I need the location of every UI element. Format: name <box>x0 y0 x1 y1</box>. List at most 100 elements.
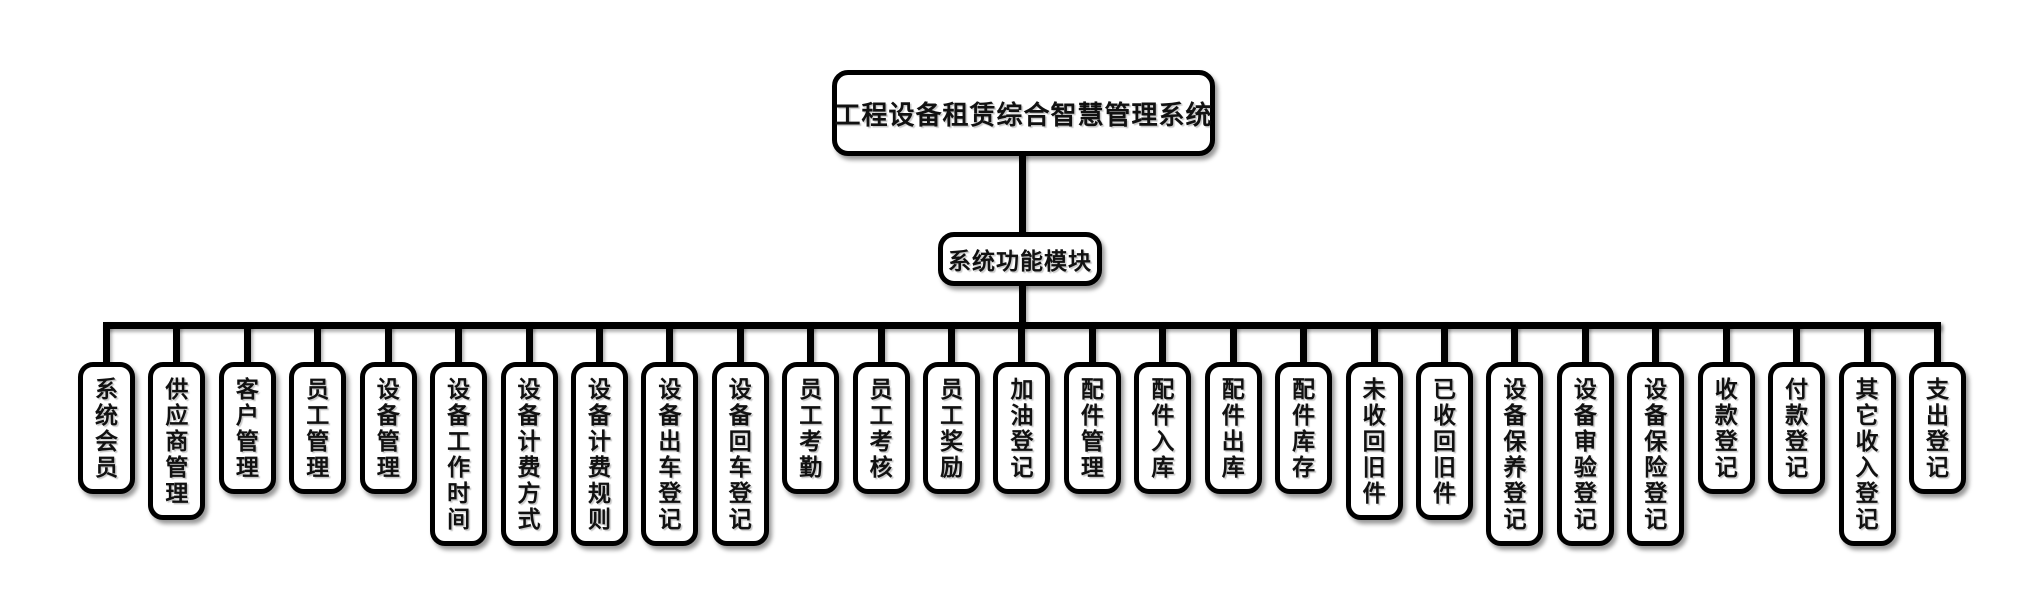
module-label: 配件库存 <box>1292 376 1316 480</box>
module-label: 员工考勤 <box>799 376 823 480</box>
module-box: 设备管理 <box>359 362 417 494</box>
connector-root-to-hub <box>1019 152 1026 235</box>
module-node: 配件出库 <box>1204 322 1262 494</box>
connector-stem <box>455 322 463 362</box>
module-node: 客户管理 <box>218 322 276 494</box>
connector-stem <box>314 322 322 362</box>
module-node: 设备管理 <box>359 322 417 494</box>
connector-stem <box>1652 322 1660 362</box>
module-box: 收款登记 <box>1697 362 1755 494</box>
module-box: 配件管理 <box>1063 362 1121 494</box>
connector-stem <box>173 322 181 362</box>
connector-hub-to-rail <box>1019 283 1026 325</box>
module-label: 收款登记 <box>1714 376 1738 480</box>
module-box: 员工奖励 <box>923 362 981 494</box>
connector-stem <box>1933 322 1941 362</box>
connector-stem <box>1793 322 1801 362</box>
module-node: 配件库存 <box>1275 322 1333 494</box>
module-node: 员工管理 <box>289 322 347 494</box>
module-label: 支出登记 <box>1925 376 1949 480</box>
module-node: 设备保险登记 <box>1627 322 1685 546</box>
module-label: 员工管理 <box>306 376 330 480</box>
module-node: 供应商管理 <box>148 322 206 520</box>
module-node: 支出登记 <box>1908 322 1966 494</box>
module-node: 设备保养登记 <box>1486 322 1544 546</box>
module-box: 配件入库 <box>1134 362 1192 494</box>
connector-stem <box>1018 322 1026 362</box>
module-node: 已收回旧件 <box>1416 322 1474 520</box>
module-node: 员工考核 <box>852 322 910 494</box>
connector-stem <box>1581 322 1589 362</box>
connector-stem <box>1300 322 1308 362</box>
module-box: 设备工作时间 <box>430 362 488 546</box>
connector-stem <box>103 322 110 362</box>
connector-stem <box>525 322 533 362</box>
module-box: 设备计费方式 <box>500 362 558 546</box>
connector-stem <box>736 322 744 362</box>
connector-stem <box>877 322 885 362</box>
module-node: 收款登记 <box>1697 322 1755 494</box>
module-node: 设备回车登记 <box>711 322 769 546</box>
module-box: 付款登记 <box>1768 362 1826 494</box>
module-box: 配件出库 <box>1204 362 1262 494</box>
module-node: 设备出车登记 <box>641 322 699 546</box>
module-label: 设备审验登记 <box>1573 376 1597 532</box>
connector-stem <box>1722 322 1730 362</box>
module-box: 未收回旧件 <box>1345 362 1403 520</box>
module-label: 设备保养登记 <box>1503 376 1527 532</box>
module-label: 已收回旧件 <box>1433 376 1457 506</box>
module-box: 客户管理 <box>218 362 276 494</box>
connector-stem <box>1511 322 1519 362</box>
hub-node: 系统功能模块 <box>938 232 1102 286</box>
module-row: 系统会员 供应商管理 客户管理 员工管理 设备管理 <box>78 322 1966 546</box>
module-box: 设备回车登记 <box>711 362 769 546</box>
module-box: 供应商管理 <box>148 362 206 520</box>
module-label: 设备管理 <box>376 376 400 480</box>
connector-stem <box>1441 322 1449 362</box>
module-box: 其它收入登记 <box>1838 362 1896 546</box>
module-label: 配件管理 <box>1080 376 1104 480</box>
module-node: 未收回旧件 <box>1345 322 1403 520</box>
module-box: 设备审验登记 <box>1556 362 1614 546</box>
module-node: 付款登记 <box>1768 322 1826 494</box>
module-label: 付款登记 <box>1785 376 1809 480</box>
module-label: 设备出车登记 <box>658 376 682 532</box>
module-box: 设备计费规则 <box>570 362 628 546</box>
module-node: 系统会员 <box>78 322 135 494</box>
module-node: 员工奖励 <box>923 322 981 494</box>
hub-node-label: 系统功能模块 <box>948 248 1092 274</box>
module-node: 员工考勤 <box>782 322 840 494</box>
module-box: 设备保养登记 <box>1486 362 1544 546</box>
module-node: 设备工作时间 <box>430 322 488 546</box>
module-label: 设备回车登记 <box>728 376 752 532</box>
module-node: 配件入库 <box>1134 322 1192 494</box>
module-node: 设备计费规则 <box>570 322 628 546</box>
connector-stem <box>1229 322 1237 362</box>
connector-stem <box>1370 322 1378 362</box>
module-label: 设备计费规则 <box>587 376 611 532</box>
module-box: 员工管理 <box>289 362 347 494</box>
module-label: 设备保险登记 <box>1644 376 1668 532</box>
root-node-label: 工程设备租赁综合智慧管理系统 <box>834 99 1213 130</box>
module-label: 加油登记 <box>1010 376 1034 480</box>
module-box: 已收回旧件 <box>1416 362 1474 520</box>
connector-stem <box>807 322 815 362</box>
module-node: 配件管理 <box>1063 322 1121 494</box>
module-label: 其它收入登记 <box>1855 376 1879 532</box>
connector-stem <box>1159 322 1167 362</box>
module-box: 设备出车登记 <box>641 362 699 546</box>
module-label: 未收回旧件 <box>1362 376 1386 506</box>
connector-stem <box>243 322 251 362</box>
connector-stem <box>948 322 956 362</box>
module-label: 员工考核 <box>869 376 893 480</box>
module-node: 加油登记 <box>993 322 1051 494</box>
connector-stem <box>595 322 603 362</box>
module-box: 设备保险登记 <box>1627 362 1685 546</box>
module-box: 加油登记 <box>993 362 1051 494</box>
module-box: 员工考核 <box>852 362 910 494</box>
module-node: 其它收入登记 <box>1838 322 1896 546</box>
module-box: 员工考勤 <box>782 362 840 494</box>
module-label: 配件出库 <box>1221 376 1245 480</box>
module-label: 配件入库 <box>1151 376 1175 480</box>
